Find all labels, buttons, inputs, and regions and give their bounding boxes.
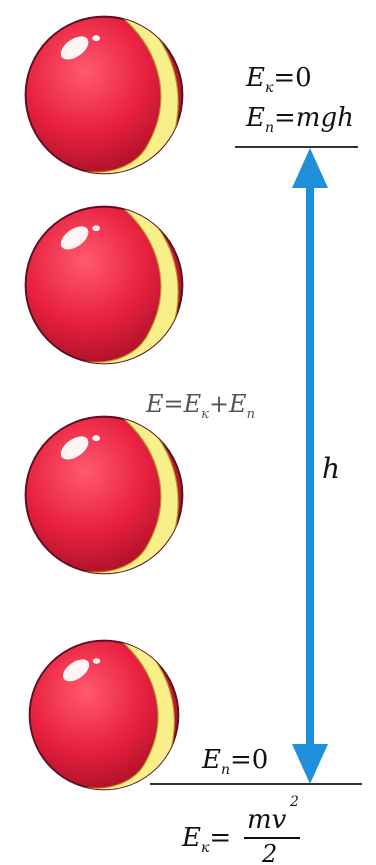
svg-text:Eк=: Eк= (181, 823, 231, 856)
ball-icon (26, 202, 183, 380)
ball-icon (26, 12, 183, 190)
ball-icon (26, 412, 183, 590)
top-ep-label: Eп=mgh (245, 103, 354, 136)
kinetic-energy-formula: Eк= mv 2 2 (181, 794, 300, 865)
fraction-exponent: 2 (289, 794, 299, 810)
fraction-denominator: 2 (261, 840, 277, 865)
fraction-numerator: mv (247, 805, 287, 835)
top-ek-label: Eк=0 (245, 63, 312, 96)
bottom-ep-label: Eп=0 (201, 745, 268, 778)
total-energy-label: E=Eк+Eп (145, 390, 255, 422)
height-label: h (322, 452, 340, 485)
ball-icon (30, 636, 179, 805)
